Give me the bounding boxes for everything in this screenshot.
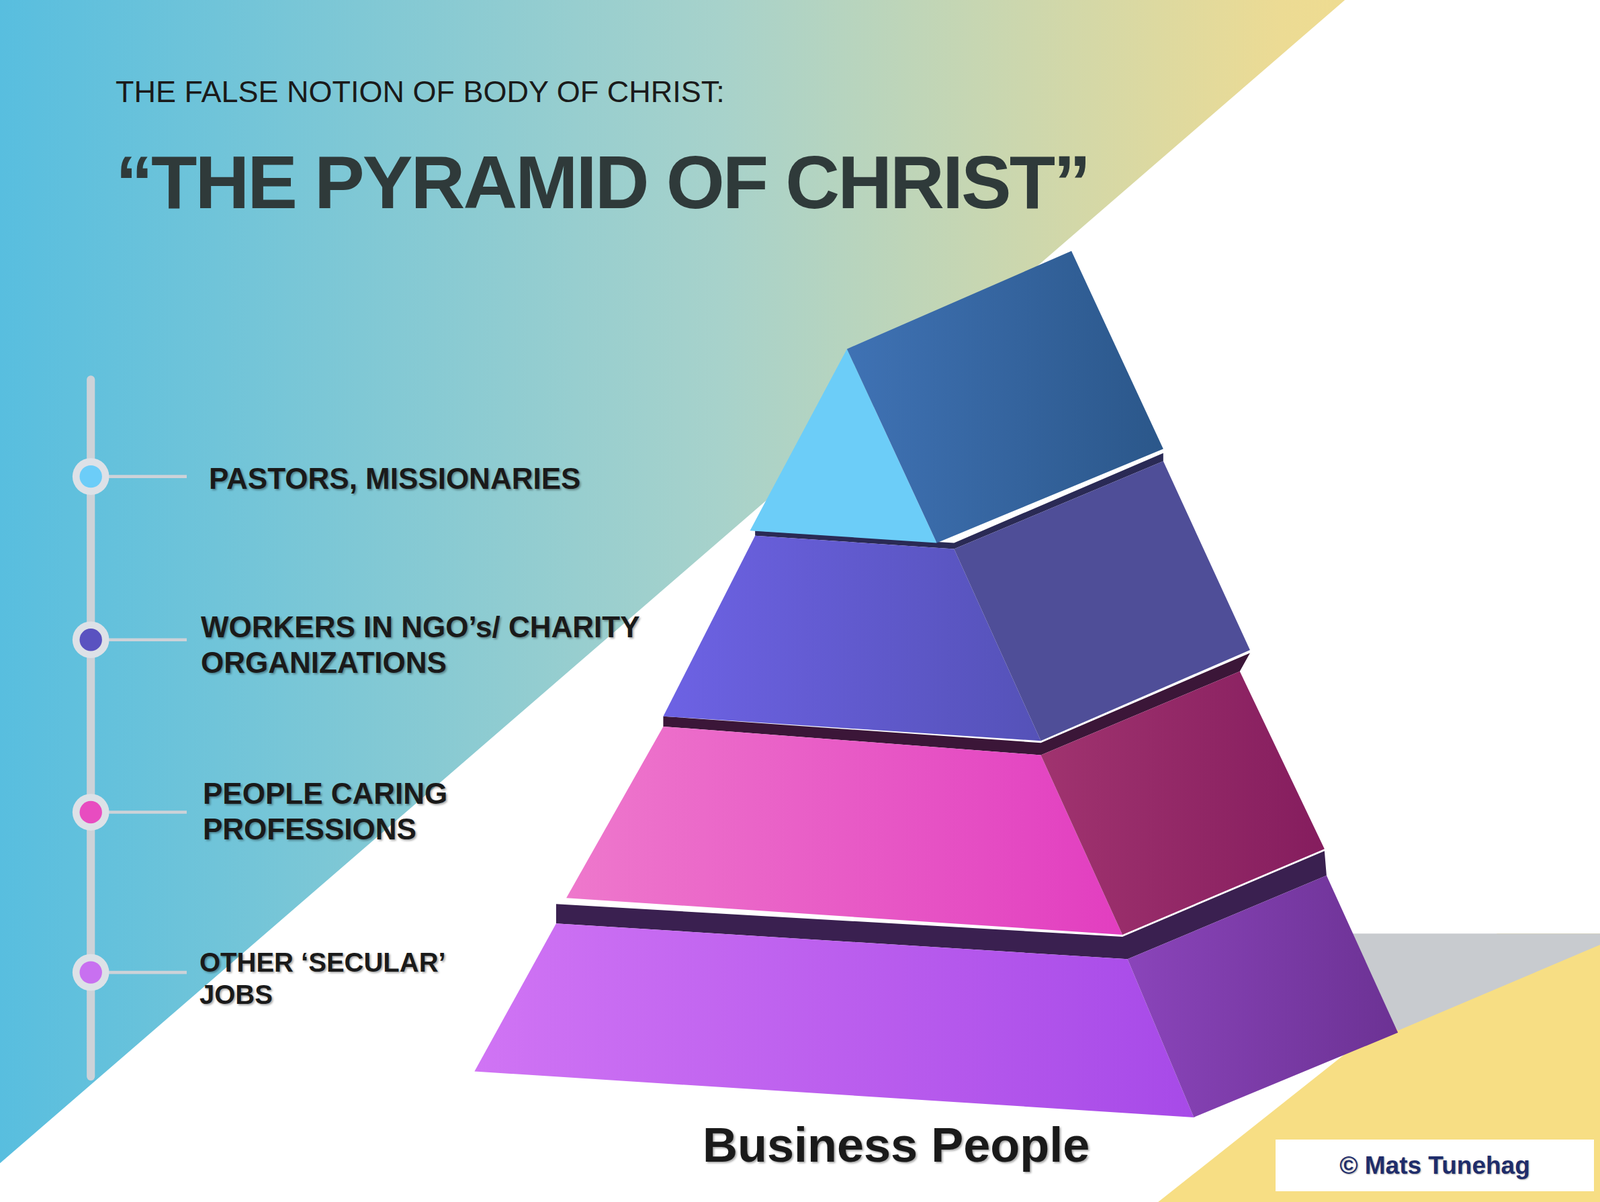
subtitle: THE FALSE NOTION OF BODY OF CHRIST: xyxy=(115,73,725,111)
tier-label: WORKERS IN NGO’s/ CHARITY ORGANIZATIONS xyxy=(200,609,665,682)
tier-label: PASTORS, MISSIONARIES xyxy=(208,461,581,498)
copyright-box: © Mats Tunehag xyxy=(1275,1139,1594,1192)
base-label: Business People xyxy=(702,1116,1090,1175)
tier-label: OTHER ‘SECULAR’ JOBS xyxy=(199,946,496,1011)
tier-label: PEOPLE CARING PROFESSIONS xyxy=(202,776,539,848)
copyright-text: © Mats Tunehag xyxy=(1339,1151,1531,1181)
diagram-title: “THE PYRAMID OF CHRIST” xyxy=(115,141,1089,224)
